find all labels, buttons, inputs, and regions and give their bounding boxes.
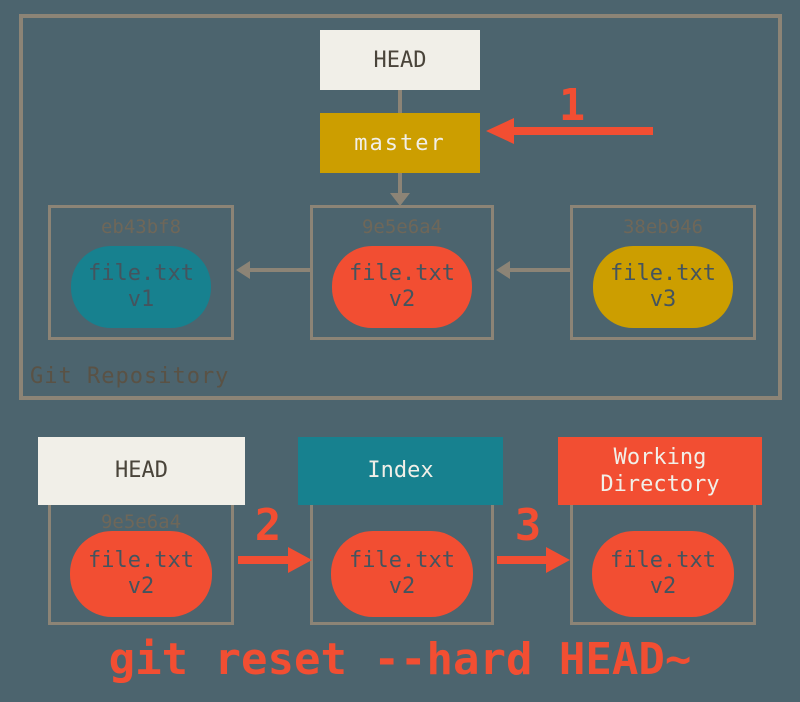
file-name: file.txt [349,547,455,573]
head-area-file-blob: file.txt v2 [70,531,212,617]
file-blob-v1: file.txt v1 [71,246,211,328]
index-area-title: Index [367,458,434,484]
working-directory-area-box: file.txt v2 [570,468,756,625]
index-area-file-blob: file.txt v2 [331,531,473,617]
step-2-arrowhead [288,547,312,573]
file-version: v2 [388,574,416,599]
working-directory-area-title: Working Directory [600,444,720,498]
file-version: v3 [649,287,677,312]
head-pointer-label: HEAD [373,47,427,73]
command-caption: git reset --hard HEAD~ [108,634,692,685]
head-area-box: 9e5e6a4 file.txt v2 [48,468,234,625]
file-blob-v3: file.txt v3 [593,246,733,328]
head-area-title: HEAD [115,458,168,484]
file-name: file.txt [349,260,455,286]
file-name: file.txt [88,260,194,286]
step-3-label: 3 [514,500,542,551]
file-blob-v2: file.txt v2 [332,246,472,328]
working-directory-file-blob: file.txt v2 [592,531,734,617]
file-name: file.txt [610,260,716,286]
file-version: v2 [388,287,416,312]
index-area-header: Index [298,437,503,505]
working-directory-area-header: Working Directory [558,437,762,505]
commit-box-eb43bf8: eb43bf8 file.txt v1 [48,205,234,340]
file-version: v1 [127,287,155,312]
commit-hash: 38eb946 [622,216,704,238]
head-pointer-node: HEAD [320,30,480,90]
file-version: v2 [127,574,155,599]
file-name: file.txt [88,547,194,573]
step-1-label: 1 [558,80,586,131]
commit-hash: 9e5e6a4 [361,216,443,238]
step-2-label: 2 [254,500,282,551]
git-repository-box [19,14,782,400]
head-area-hash: 9e5e6a4 [100,511,182,533]
step-3-arrowhead [546,547,570,573]
file-name: file.txt [610,547,716,573]
head-area-header: HEAD [38,437,245,505]
commit-box-38eb946: 38eb946 file.txt v3 [570,205,756,340]
master-branch-label: master [354,130,446,156]
commit-hash: eb43bf8 [100,216,182,238]
file-version: v2 [649,574,677,599]
master-branch-node: master [320,113,480,173]
commit-box-9e5e6a4: 9e5e6a4 file.txt v2 [310,205,494,340]
git-repository-label: Git Repository [30,364,230,389]
